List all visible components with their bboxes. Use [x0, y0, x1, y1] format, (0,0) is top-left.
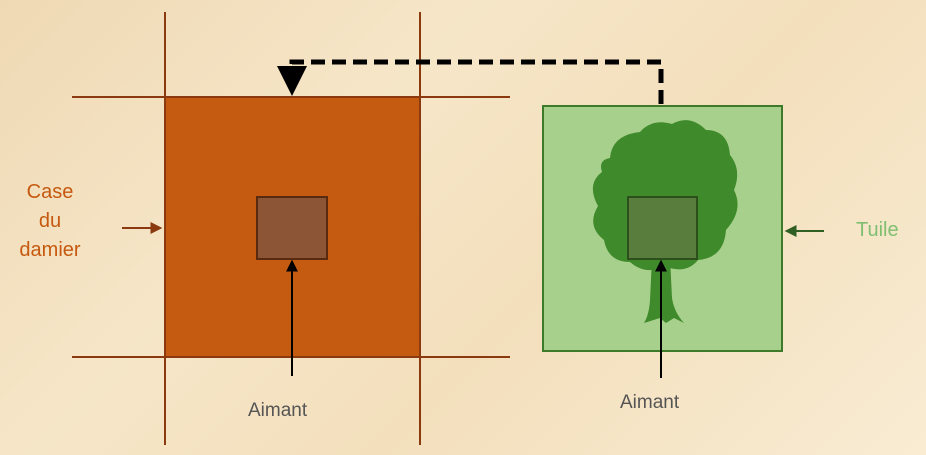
placement-arrow — [277, 59, 664, 104]
tile-magnet-label: Aimant — [620, 392, 680, 413]
tree-trunk — [644, 258, 684, 323]
tile-label: Tuile — [856, 219, 899, 241]
board-square-label-line1: Case — [26, 181, 74, 203]
board-square-label-line2: du — [38, 210, 62, 232]
board-square-label: Case du damier — [18, 178, 82, 265]
board-magnet-label: Aimant — [248, 400, 308, 421]
board-square-label-line3: damier — [19, 239, 81, 261]
board-magnet — [256, 196, 328, 260]
tile-magnet — [627, 196, 698, 260]
